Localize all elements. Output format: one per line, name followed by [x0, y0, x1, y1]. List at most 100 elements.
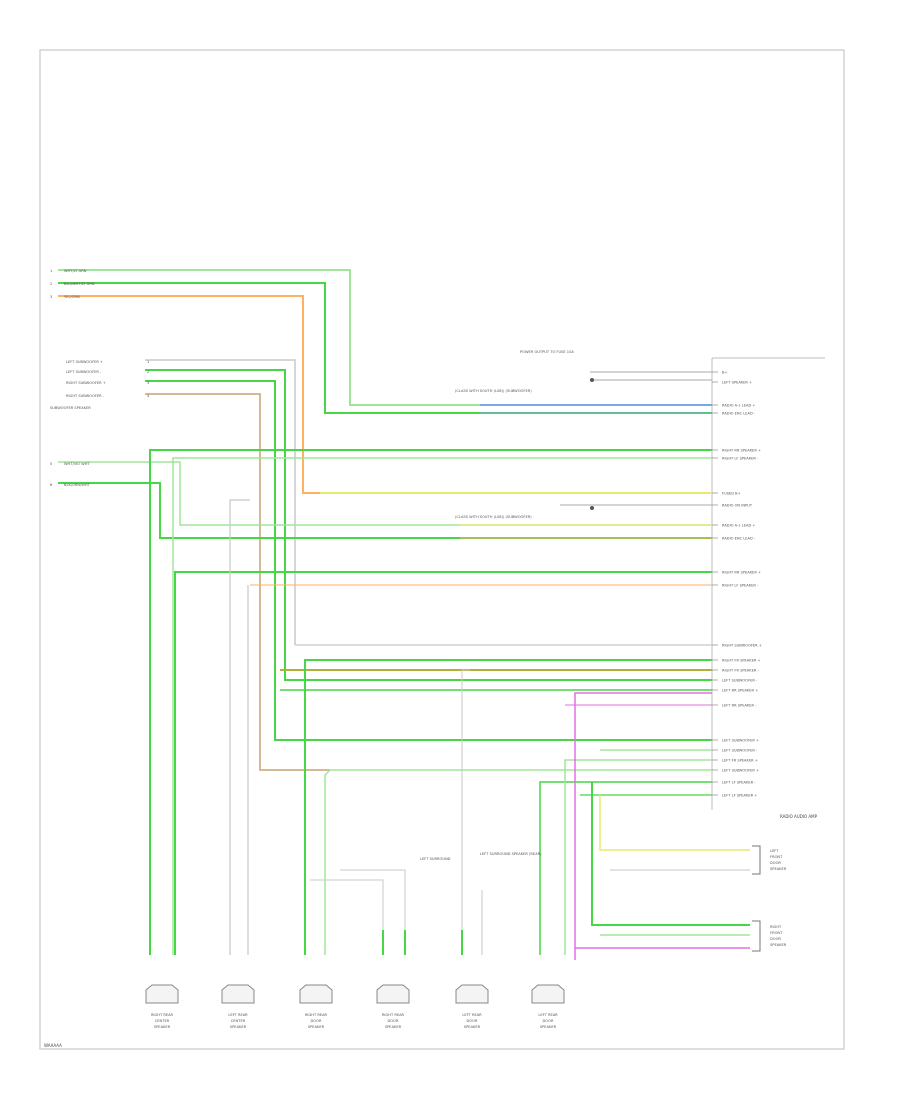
svg-text:SUBWOOFER SPEAKER: SUBWOOFER SPEAKER: [50, 406, 91, 410]
speaker-label: SPEAKER: [154, 1025, 171, 1029]
module-pin-label: LEFT RR SPEAKER +: [722, 689, 758, 693]
module-pin-label: FUSED B+: [722, 492, 741, 496]
speaker-icon: [299, 984, 333, 1004]
svg-text:(CLASS WITH SOUTH (LS8)) (SUBW: (CLASS WITH SOUTH (LS8)) (SUBWOOFER): [455, 515, 532, 519]
svg-text:YEL/ORN: YEL/ORN: [64, 295, 80, 299]
speaker-icon: [455, 984, 489, 1004]
svg-text:LEFT SUBWOOFER +: LEFT SUBWOOFER +: [66, 360, 103, 364]
fuse-note: POWER OUTPUT TO FUSE 10A (CLASS WITH SOU…: [455, 350, 594, 519]
wire-lr-door-3: [539, 781, 712, 955]
module-pin-label: LEFT FR SPEAKER +: [722, 759, 758, 763]
svg-text:LEFT SURROUND: LEFT SURROUND: [420, 857, 451, 861]
wire-mid-5: [58, 461, 712, 526]
svg-text:WHT/LT GRN: WHT/LT GRN: [64, 269, 87, 273]
speaker-label: LEFT REAR: [462, 1013, 482, 1017]
speaker-icon: [221, 984, 255, 1004]
footer-code: WAAAAA: [44, 1043, 62, 1048]
wire-sub-4: [145, 393, 330, 771]
wire-rr-door-3: [310, 879, 384, 955]
speaker-label: SPEAKER: [230, 1025, 247, 1029]
speaker: LEFT REAR DOOR SPEAKER: [455, 984, 489, 1029]
svg-text:SPEAKER: SPEAKER: [770, 867, 787, 871]
svg-text:3: 3: [147, 381, 149, 385]
wire-rr-door-2: [324, 769, 712, 955]
svg-text:1: 1: [50, 269, 52, 273]
module-pin-label: RADIO ENC LEAD -: [722, 412, 756, 416]
speaker-label: RIGHT REAR: [151, 1013, 174, 1017]
wire-rr-center-pos: [149, 449, 712, 955]
svg-text:LEFT: LEFT: [770, 849, 779, 853]
module-pin-label: RIGHT RR SPEAKER +: [722, 449, 761, 453]
wire-rr-door-4: [340, 869, 406, 955]
speaker-label: SPEAKER: [308, 1025, 325, 1029]
svg-text:(CLASS WITH SOUTH (LS8)) (SUBW: (CLASS WITH SOUTH (LS8)) (SUBWOOFER): [455, 389, 532, 393]
speaker-label: LEFT REAR: [538, 1013, 558, 1017]
svg-text:4: 4: [147, 394, 150, 398]
speaker: RIGHT REAR DOOR SPEAKER: [299, 984, 333, 1029]
wire-rr-door-1: [304, 659, 712, 955]
svg-text:WHT/VIO WHT: WHT/VIO WHT: [64, 462, 90, 466]
module-pin-label: LEFT SUBWOOFER +: [722, 739, 759, 743]
module-pin-label: RADIO ENC LEAD -: [722, 537, 756, 541]
svg-text:2: 2: [50, 282, 52, 286]
svg-text:RIGHT SUBWOOFER -: RIGHT SUBWOOFER -: [66, 394, 105, 398]
module-pin-label: RIGHT FR SPEAKER -: [722, 669, 760, 673]
speaker-label: DOOR: [388, 1019, 399, 1023]
module-pin-label: B+: [722, 371, 727, 375]
svg-text:LEFT SUBWOOFER -: LEFT SUBWOOFER -: [66, 370, 102, 374]
module-pin-label: RIGHT SUBWOOFER +: [722, 644, 762, 648]
module-pin-label: RIGHT FR SPEAKER +: [722, 659, 761, 663]
wire-lr-door-1: [461, 669, 470, 955]
svg-text:RIGHT SUBWOOFER +: RIGHT SUBWOOFER +: [66, 381, 106, 385]
speaker-label: DOOR: [543, 1019, 554, 1023]
module-pin-label: RADIO ON INPUT: [722, 504, 753, 508]
svg-text:POWER OUTPUT TO FUSE 10A: POWER OUTPUT TO FUSE 10A: [520, 350, 574, 354]
wire-lr-center-neg: [229, 499, 250, 955]
wire-lf-door: [599, 795, 750, 851]
speaker-icon: [376, 984, 410, 1004]
speaker-label: DOOR: [311, 1019, 322, 1023]
wire-rf-door: [591, 782, 750, 926]
speaker-label: SPEAKER: [464, 1025, 481, 1029]
svg-text:FRONT: FRONT: [770, 931, 783, 935]
svg-text:FRONT: FRONT: [770, 855, 783, 859]
right-front-door-speaker: RIGHT FRONT DOOR SPEAKER: [752, 920, 787, 952]
wire-mid-6: [58, 482, 712, 539]
module-pin-label: RIGHT LF SPEAKER -: [722, 584, 759, 588]
module-pin-label: LEFT SUBWOOFER -: [722, 749, 758, 753]
left-front-door-speaker: LEFT FRONT DOOR SPEAKER: [752, 845, 787, 875]
speaker-label: SPEAKER: [385, 1025, 402, 1029]
module-pin-label: LEFT SUBWOOFER +: [722, 769, 759, 773]
wire-rr-center-neg: [172, 457, 712, 955]
svg-text:DOOR: DOOR: [770, 937, 781, 941]
wire-sub-1: [145, 359, 296, 645]
speaker-label: CENTER: [155, 1019, 170, 1023]
wire-lr-door-4: [564, 759, 712, 955]
bottom-speakers: RIGHT REAR CENTER SPEAKER LEFT REAR CENTER SP…: [145, 984, 565, 1029]
speaker: RIGHT REAR CENTER SPEAKER: [145, 984, 179, 1029]
module-pin-label: RIGHT LF SPEAKER -: [722, 457, 759, 461]
speaker-label: RIGHT REAR: [305, 1013, 328, 1017]
module-pin-label: LEFT SUBWOOFER -: [722, 679, 758, 683]
svg-text:BLK/ORN/WHT: BLK/ORN/WHT: [64, 483, 91, 487]
module-pin-label: LEFT LF SPEAKER +: [722, 794, 757, 798]
wire-sub-3: [145, 380, 712, 741]
svg-text:3: 3: [50, 295, 52, 299]
svg-text:DOOR: DOOR: [770, 861, 781, 865]
module-pin-label: RADIO A-1 LEAD +: [722, 404, 755, 408]
wire-lr-center-pos: [174, 571, 712, 955]
speaker-label: RIGHT REAR: [382, 1013, 405, 1017]
speaker-label: DOOR: [467, 1019, 478, 1023]
wire-harness: [58, 269, 750, 960]
module-pin-label: LEFT LF SPEAKER -: [722, 781, 756, 785]
speaker-icon: [145, 984, 179, 1004]
speaker: RIGHT REAR DOOR SPEAKER: [376, 984, 410, 1029]
svg-text:1: 1: [147, 360, 149, 364]
subwoofer-labels: LEFT SUBWOOFER + 1 LEFT SUBWOOFER - 2 RI…: [50, 360, 150, 410]
module-pin-labels: B+LEFT SPEAKER +RADIO A-1 LEAD +RADIO EN…: [712, 371, 762, 798]
module-pin-label: RIGHT RR SPEAKER +: [722, 571, 761, 575]
mid-input-labels: 5 WHT/VIO WHT 6 BLK/ORN/WHT: [50, 462, 91, 487]
top-input-labels: 1 WHT/LT GRN 2 BLU/WHT/LT GRN 3 YEL/ORN: [50, 269, 95, 299]
